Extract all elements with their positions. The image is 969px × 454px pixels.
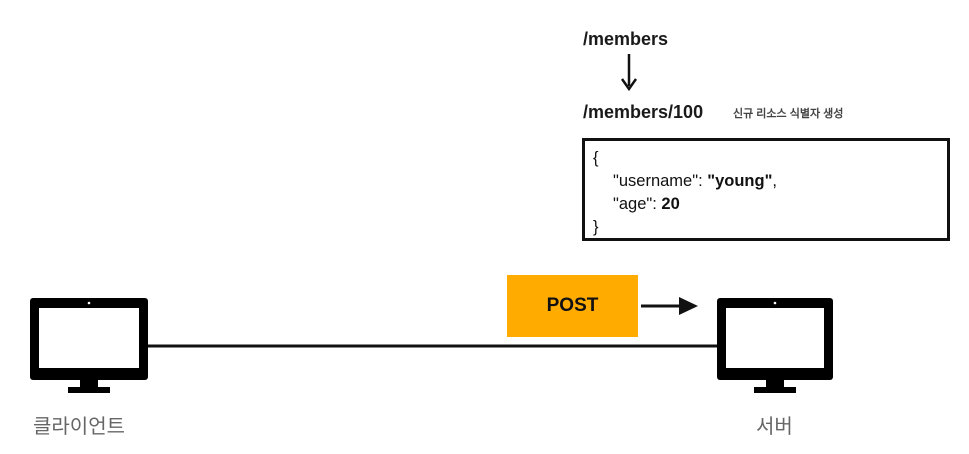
collection-path-label: /members — [583, 29, 669, 49]
json-username-line: "username": "young", — [613, 172, 777, 190]
server-monitor-icon — [717, 298, 833, 393]
client-label: 클라이언트 — [33, 416, 125, 438]
json-username-value: "young" — [707, 172, 773, 190]
new-resource-note: 신규 리소스 식별자 생성 — [733, 108, 844, 120]
json-age-key: "age" — [613, 195, 653, 213]
json-age-value: 20 — [661, 195, 680, 213]
post-method-label: POST — [546, 295, 599, 316]
down-arrow-icon — [620, 54, 638, 92]
json-body-box: { "username": "young", "age": 20 } — [582, 138, 950, 241]
json-age-line: "age": 20 — [613, 195, 680, 213]
resource-path-label: /members/100 — [583, 102, 704, 122]
server-label: 서버 — [756, 416, 793, 438]
post-method-box: POST — [507, 275, 638, 337]
client-monitor-icon — [30, 298, 148, 393]
right-arrow-icon — [641, 297, 698, 315]
json-close-brace: } — [593, 218, 599, 236]
json-username-key: "username" — [613, 172, 699, 190]
json-open-brace: { — [593, 149, 599, 167]
